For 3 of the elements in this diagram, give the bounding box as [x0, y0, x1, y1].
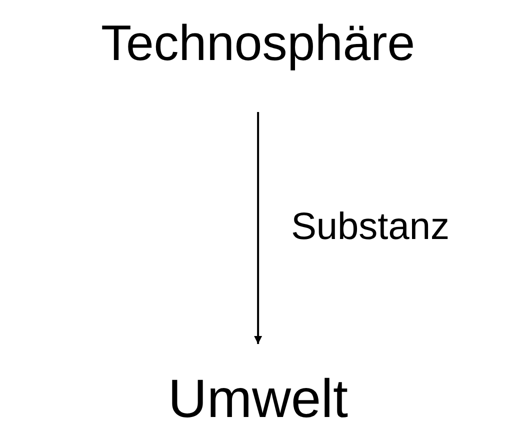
node-label: Umwelt: [168, 372, 348, 426]
node-label: Technosphäre: [101, 18, 416, 68]
arrow: [254, 112, 262, 344]
